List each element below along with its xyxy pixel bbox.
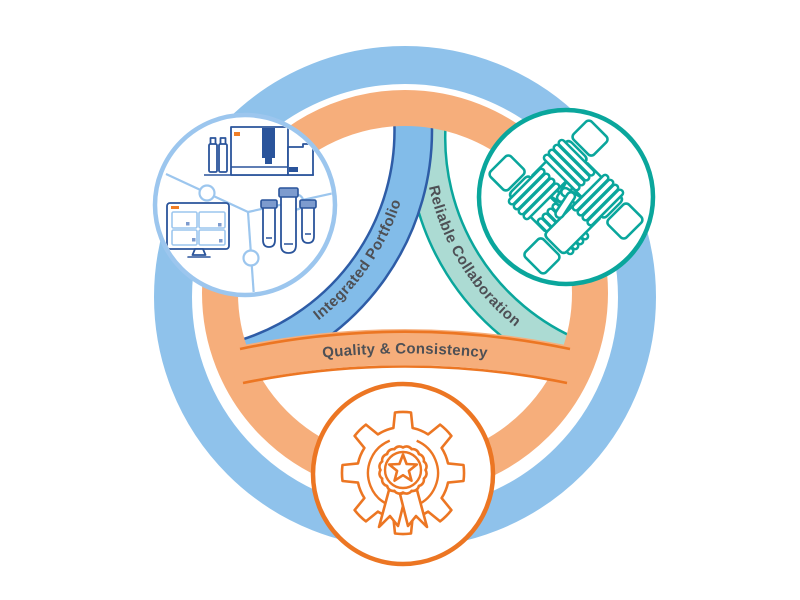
gear-award-ribbon-icon — [340, 410, 466, 536]
analyzer-instrument-icon — [204, 126, 314, 176]
award-star — [387, 453, 419, 482]
interlocked-hands-icon — [488, 117, 646, 277]
badge-arc-ring — [366, 436, 440, 510]
quality-node — [310, 381, 496, 567]
test-tubes-icon — [260, 187, 317, 254]
quality-consistency-label: Quality & Consistency — [321, 340, 488, 361]
collaboration-node — [476, 107, 656, 287]
software-monitor-icon — [166, 202, 230, 258]
rosette-inner-circle — [383, 450, 423, 490]
lab-instruments-puzzle-icon — [165, 126, 333, 293]
band-quality-consistency — [228, 329, 582, 385]
portfolio-node — [152, 112, 338, 298]
